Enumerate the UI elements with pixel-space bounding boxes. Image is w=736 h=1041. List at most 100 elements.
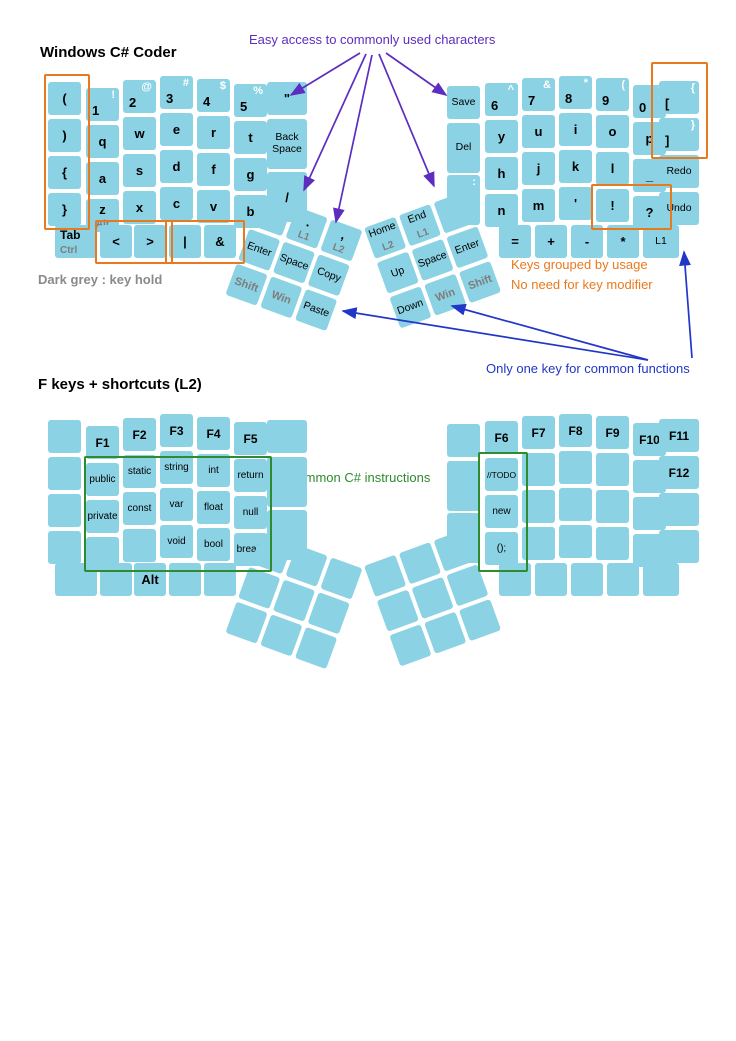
key-label: F12 xyxy=(668,465,690,480)
key-void: void xyxy=(160,525,193,558)
key-blank xyxy=(522,453,555,486)
key-blank xyxy=(267,420,307,453)
key-3: 3# xyxy=(160,76,193,109)
key-label: Tab xyxy=(60,228,81,242)
key-label: n xyxy=(497,203,506,218)
key-blank xyxy=(364,554,407,598)
key-label: Win xyxy=(269,288,293,307)
key-label: f xyxy=(211,162,216,177)
key-label: i xyxy=(573,122,578,137)
key-close-paren: ) xyxy=(48,119,81,152)
key-label: F3 xyxy=(169,423,184,438)
key-redo: Redo xyxy=(659,155,699,188)
key-t: t xyxy=(234,121,267,154)
annotation-csharp-instructions: Common C# instructions xyxy=(288,470,431,485)
key-label: break; xyxy=(236,544,265,555)
key-e: e xyxy=(160,113,193,146)
key-s: s xyxy=(123,154,156,187)
key-blank xyxy=(522,527,555,560)
key-comma: ,L2 xyxy=(320,219,363,262)
key-label: var xyxy=(169,499,184,510)
purple-arrow xyxy=(378,53,435,188)
key-4: 4$ xyxy=(197,79,230,112)
key-label: q xyxy=(98,134,107,149)
key-label: Down xyxy=(395,296,425,317)
key-label: 2 xyxy=(129,95,137,110)
key-blank xyxy=(607,563,639,596)
key-label: public xyxy=(89,474,116,485)
key-label: void xyxy=(167,536,186,547)
key-label: F10 xyxy=(639,432,660,447)
shift-label: : xyxy=(472,176,476,188)
key-label: + xyxy=(547,234,555,249)
key-label: return xyxy=(237,470,264,481)
purple-arrow xyxy=(385,52,448,96)
key-win: Win xyxy=(424,273,467,316)
key-blank xyxy=(48,457,81,490)
key-label: //TODO xyxy=(486,469,517,480)
shift-label: # xyxy=(182,77,189,89)
key-label: 7 xyxy=(528,93,536,108)
key-blank xyxy=(559,488,592,521)
key-label: > xyxy=(146,234,154,249)
key-label: F2 xyxy=(132,427,147,442)
key-blank xyxy=(389,624,432,667)
key-label: ' xyxy=(573,196,578,211)
key-blank xyxy=(535,563,567,596)
key-paste: Paste xyxy=(294,288,338,332)
shift-label: ! xyxy=(111,89,115,101)
key-blank xyxy=(447,424,480,457)
key-blank xyxy=(522,490,555,523)
key-minus: - xyxy=(571,225,603,258)
layer1-title: Windows C# Coder xyxy=(40,44,177,61)
key-f11: F11 xyxy=(659,419,699,452)
key-blank xyxy=(659,493,699,526)
key-label: F4 xyxy=(206,426,221,441)
key-private: private xyxy=(86,500,119,533)
key-6: 6^ xyxy=(485,83,518,116)
key-close-bracket: ]} xyxy=(659,118,699,151)
key-blank xyxy=(320,557,363,600)
key-o: o xyxy=(596,115,629,148)
key-label: const xyxy=(127,503,152,514)
shift-label: * xyxy=(583,77,588,89)
key-enter: Enter xyxy=(238,228,281,272)
key-apostrophe: ' xyxy=(559,187,592,220)
key-blank xyxy=(48,420,81,453)
key-equals: = xyxy=(499,225,531,258)
key-label: p xyxy=(645,131,654,146)
key-label: Shift xyxy=(233,274,261,295)
key-label: & xyxy=(215,234,225,249)
key-blank xyxy=(225,601,268,644)
key-g: g xyxy=(234,158,267,191)
key-todo-comment: //TODO xyxy=(485,458,518,491)
key-blank xyxy=(446,564,489,607)
key-public: public xyxy=(86,463,119,496)
key-l1: L1 xyxy=(643,225,679,258)
key-save: Save xyxy=(447,86,480,119)
key-label: F8 xyxy=(568,423,583,438)
key-parens-semicolon: (); xyxy=(485,532,518,565)
key-label: Shift xyxy=(466,272,494,292)
key-label: z xyxy=(99,202,106,217)
key-1: 1! xyxy=(86,88,119,121)
key-blank xyxy=(169,563,201,596)
shift-label: & xyxy=(543,79,551,91)
key-label: F11 xyxy=(668,428,689,443)
key-label: * xyxy=(620,234,626,249)
key-blank xyxy=(100,563,132,596)
key-w: w xyxy=(123,117,156,150)
shift-label: ^ xyxy=(507,84,514,96)
key-blank xyxy=(458,598,502,642)
key-i: i xyxy=(559,113,592,146)
key-open-paren: ( xyxy=(48,82,81,115)
key-exclamation: ! xyxy=(596,189,629,222)
key-label: y xyxy=(497,129,506,144)
key-f6: F6 xyxy=(485,421,518,454)
key-label: = xyxy=(511,234,519,249)
key-close-brace: } xyxy=(48,193,81,226)
